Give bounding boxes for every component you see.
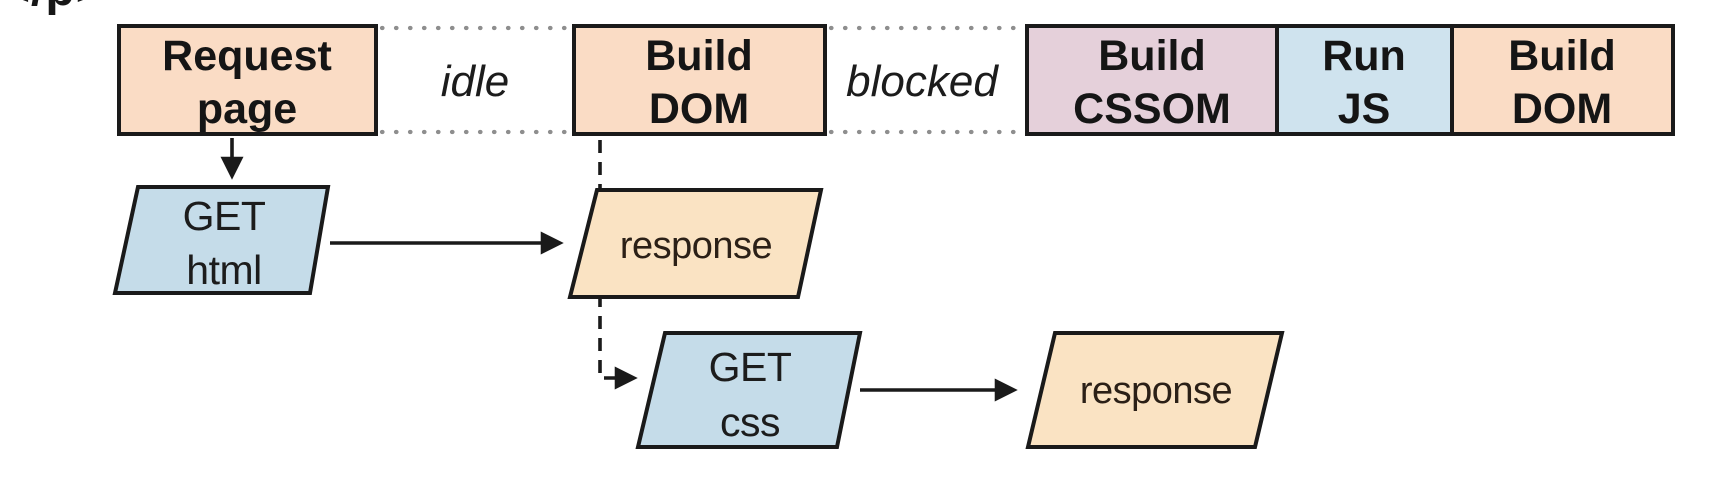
build-dom-2-label-line1: Build bbox=[1508, 32, 1615, 80]
code-text: </p> bbox=[2, 0, 142, 14]
get-css-parallelogram bbox=[635, 331, 863, 449]
get-html-label-line1: GET bbox=[183, 193, 266, 239]
request-page-label-line1: Request bbox=[162, 32, 332, 80]
get-html-parallelogram bbox=[112, 185, 331, 295]
build-cssom-label-line1: Build bbox=[1098, 32, 1205, 80]
build-dom-label-line2: DOM bbox=[649, 85, 749, 133]
run-js-label-line1: Run bbox=[1322, 32, 1406, 80]
blocked-label: blocked bbox=[846, 57, 999, 106]
get-html-label-line2: html bbox=[186, 247, 261, 293]
response-html-label: response bbox=[620, 225, 772, 267]
build-dom-label-line1: Build bbox=[645, 32, 752, 80]
request-page-label-line2: page bbox=[197, 85, 297, 133]
build-cssom-label-line2: CSSOM bbox=[1073, 85, 1231, 133]
clipped-code-text: </p> bbox=[2, 0, 142, 15]
build-dom-2-box bbox=[1450, 24, 1675, 136]
response-css-parallelogram bbox=[1025, 331, 1285, 449]
idle-label: idle bbox=[441, 57, 510, 106]
dotted-guides bbox=[379, 25, 1026, 135]
build-dom-2-label-line2: DOM bbox=[1512, 85, 1612, 133]
get-css-label-line2: css bbox=[720, 399, 780, 445]
response-css-label: response bbox=[1080, 370, 1232, 412]
request-page-box bbox=[117, 24, 378, 136]
get-css-label-line1: GET bbox=[709, 344, 792, 390]
build-dom-box bbox=[572, 24, 827, 136]
response-html-parallelogram bbox=[567, 188, 824, 299]
run-js-label-line2: JS bbox=[1338, 85, 1391, 133]
